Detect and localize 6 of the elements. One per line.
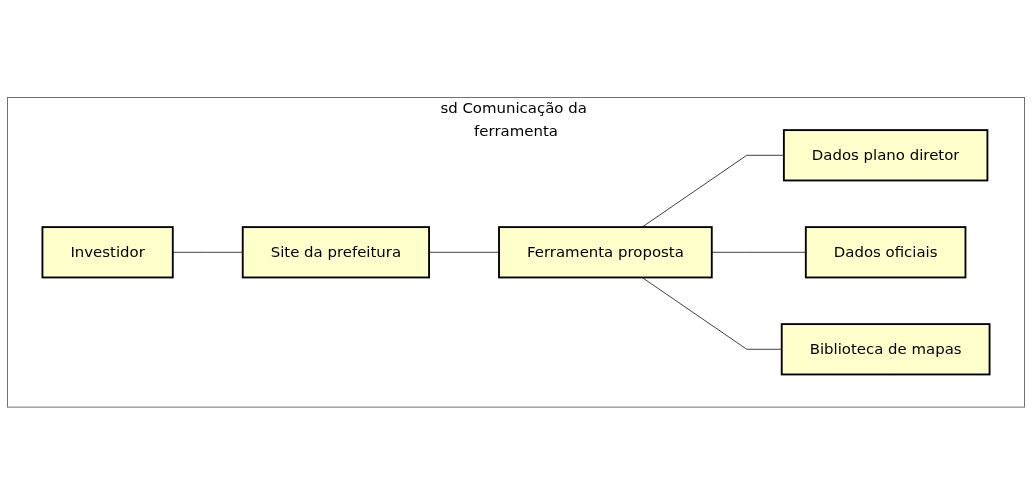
node-box: Ferramenta proposta [498,225,713,279]
node-box: Biblioteca de mapas [780,322,991,376]
node-box: Dados oficiais [804,225,967,279]
node-box: Investidor [41,225,174,279]
node-box: Dados plano diretor [782,128,989,182]
node-box: Site da prefeitura [241,225,430,279]
